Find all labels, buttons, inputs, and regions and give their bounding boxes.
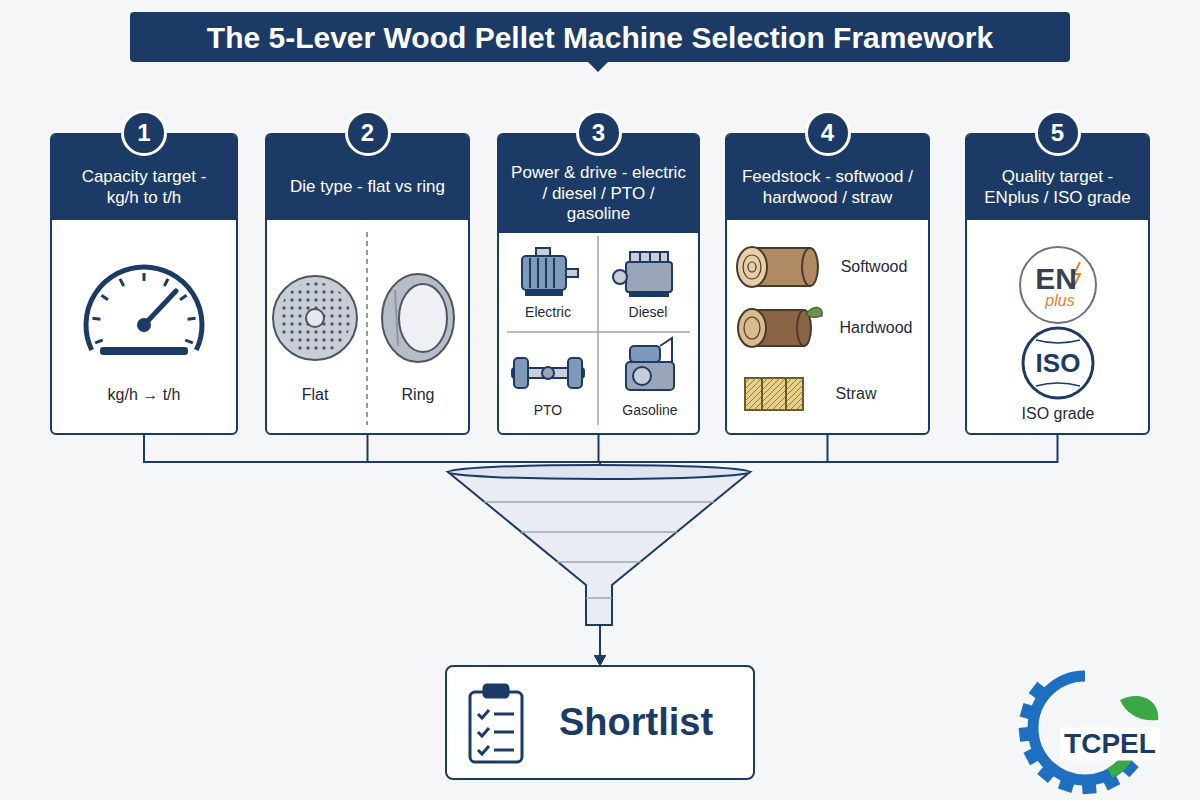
enplus-logo-text: EN: [1035, 262, 1077, 295]
step-number: 2: [361, 119, 374, 147]
gauge-tick: [95, 340, 103, 343]
funnel: [448, 465, 750, 625]
die-label: Flat: [302, 386, 329, 404]
gauge-tick: [143, 273, 146, 281]
enplus-logo-text: plus: [1045, 292, 1074, 310]
electric-motor-icon: [522, 248, 578, 295]
title-notch: [588, 62, 608, 72]
drive-label: Gasoline: [622, 403, 677, 418]
shortlist-box: Shortlist: [445, 665, 755, 780]
grid-lines: [507, 236, 690, 425]
title-banner: The 5-Lever Wood Pellet Machine Selectio…: [130, 12, 1070, 62]
clipboard-icon: [470, 685, 522, 762]
shortlist-label: Shortlist: [559, 701, 713, 744]
step-number-circle: 4: [805, 110, 851, 156]
step-number: 4: [821, 119, 834, 147]
drive-label: Diesel: [629, 305, 668, 320]
gauge-tick: [185, 340, 193, 343]
step-number: 3: [592, 119, 605, 147]
die-label: Ring: [402, 386, 435, 404]
straw-bale-icon: [745, 378, 803, 410]
iso-logo-text: ISO: [1036, 349, 1081, 378]
gauge-tick: [164, 279, 168, 286]
drive-label: PTO: [534, 403, 563, 418]
divider-line: [366, 232, 368, 425]
pto-shaft-icon: [512, 358, 584, 388]
capacity-range-label: kg/h → t/h: [108, 386, 181, 404]
iso-globe: [1023, 328, 1093, 398]
gauge-tick: [101, 295, 108, 300]
lever-card: Feedstock - softwood / hardwood / straw4: [725, 133, 930, 435]
feedstock-label: Straw: [836, 385, 877, 403]
step-number-circle: 5: [1035, 110, 1081, 156]
gasoline-engine-icon: [626, 338, 674, 390]
step-number: 1: [137, 119, 150, 147]
logo-wordmark: TCPEL: [1060, 728, 1160, 761]
title-text: The 5-Lever Wood Pellet Machine Selectio…: [207, 21, 993, 54]
card-heading: Power & drive - electric / diesel / PTO …: [511, 163, 686, 225]
card-heading: Capacity target - kg/h to t/h: [64, 167, 224, 208]
step-number-circle: 1: [121, 110, 167, 156]
drive-label: Electric: [525, 305, 571, 320]
hardwood-log-icon: [738, 307, 822, 347]
grade-label: ISO grade: [1022, 405, 1095, 423]
gauge-icon: [86, 267, 202, 355]
diesel-engine-icon: [613, 252, 672, 296]
enplus-seal: [1020, 247, 1096, 323]
gauge-tick: [188, 318, 196, 319]
ring-die-icon: [382, 274, 454, 362]
card-heading: Feedstock - softwood / hardwood / straw: [739, 167, 916, 208]
step-number: 5: [1051, 119, 1064, 147]
step-number-circle: 3: [576, 110, 622, 156]
feedstock-label: Hardwood: [840, 319, 913, 337]
card-heading: Die type - flat vs ring: [279, 177, 456, 198]
gauge-tick: [92, 318, 100, 319]
flat-die-icon: [273, 276, 357, 360]
gauge-tick: [120, 279, 124, 286]
softwood-log-icon: [737, 247, 818, 287]
lever-card: Die type - flat vs ring2: [265, 133, 470, 435]
feedstock-label: Softwood: [841, 258, 908, 276]
step-number-circle: 2: [345, 110, 391, 156]
card-heading: Quality target - ENplus / ISO grade: [979, 167, 1136, 208]
lever-card: Power & drive - electric / diesel / PTO …: [497, 133, 700, 435]
card-bodies: [51, 134, 1149, 779]
gauge-tick: [180, 295, 187, 300]
